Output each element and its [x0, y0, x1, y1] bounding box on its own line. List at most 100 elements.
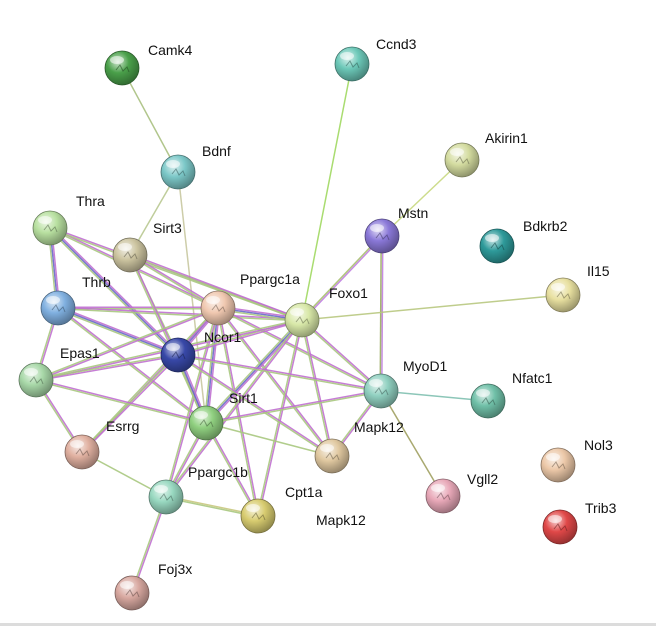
node-label-bdkrb2: Bdkrb2 — [523, 218, 568, 234]
node-structure — [29, 376, 44, 385]
node-epas1[interactable] — [18, 362, 54, 398]
node-structure — [436, 492, 451, 501]
edge-strand — [205, 319, 303, 424]
node-label-ppargc1b: Ppargc1b — [188, 464, 248, 480]
edge-strand — [205, 422, 333, 457]
edge-foxo1-mapk12a — [300, 319, 334, 457]
node-structure — [115, 64, 130, 73]
node-esrrg[interactable] — [64, 434, 100, 470]
node-foj3x[interactable] — [114, 575, 150, 611]
edge-strand — [57, 307, 179, 356]
node-label-akirin1: Akirin1 — [485, 130, 528, 146]
node-ccnd3[interactable] — [334, 46, 370, 82]
edge-strand — [48, 228, 178, 357]
node-structure — [481, 397, 496, 406]
node-highlight — [546, 453, 560, 461]
node-sirt3[interactable] — [112, 237, 148, 273]
node-structure — [51, 304, 66, 313]
node-nol3[interactable] — [540, 447, 576, 483]
edge-strand — [50, 226, 180, 355]
edge-strand — [205, 307, 219, 424]
edge-akirin1-mstn — [381, 159, 463, 237]
node-structure — [171, 351, 186, 360]
node-structure — [171, 168, 186, 177]
node-structure — [123, 251, 138, 260]
edge-ncor1-myod1 — [177, 353, 382, 393]
node-label-foxo1: Foxo1 — [329, 285, 368, 301]
node-bdnf[interactable] — [160, 154, 196, 190]
edge-ncor1-mapk12a — [177, 353, 333, 458]
edge-strand — [130, 253, 303, 320]
bottom-border — [0, 623, 656, 626]
edge-ccnd3-foxo1 — [301, 63, 353, 321]
node-nfatc1[interactable] — [470, 383, 506, 419]
node-sirt1[interactable] — [188, 405, 224, 441]
node-structure — [375, 232, 390, 241]
edge-thrb-ncor1 — [57, 305, 179, 358]
edge-strand — [380, 390, 444, 497]
node-highlight — [120, 581, 134, 589]
node-foxo1[interactable] — [284, 302, 320, 338]
node-structure — [455, 156, 470, 165]
edge-ppargc1a-sirt1 — [203, 307, 221, 424]
node-ppargc1b[interactable] — [148, 479, 184, 515]
node-label-epas1: Epas1 — [60, 345, 100, 361]
edge-strand — [35, 353, 178, 380]
node-highlight — [290, 308, 304, 316]
edge-strand — [206, 391, 382, 425]
node-il15[interactable] — [545, 277, 581, 313]
node-highlight — [206, 296, 220, 304]
edge-strand — [177, 355, 381, 393]
node-label-sirt3: Sirt3 — [153, 220, 182, 236]
node-akirin1[interactable] — [444, 142, 480, 178]
node-label-myod1: MyoD1 — [403, 358, 448, 374]
node-myod1[interactable] — [363, 373, 399, 409]
node-label-nol3: Nol3 — [584, 437, 613, 453]
node-ncor1[interactable] — [160, 337, 196, 373]
node-trib3[interactable] — [542, 509, 578, 545]
node-highlight — [320, 444, 334, 452]
node-highlight — [431, 484, 445, 492]
edge-ppargc1a-epas1 — [35, 306, 219, 382]
node-thrb[interactable] — [40, 290, 76, 326]
node-structure — [125, 589, 140, 598]
edge-ppargc1a-myod1 — [217, 306, 382, 393]
node-highlight — [548, 515, 562, 523]
edge-mstn-foxo1 — [300, 234, 384, 322]
node-highlight — [476, 389, 490, 397]
node-structure — [374, 387, 389, 396]
edge-strand — [129, 255, 302, 322]
node-highlight — [154, 485, 168, 493]
node-label-cpt1a: Cpt1a — [285, 484, 323, 500]
node-label-mapk12b: Mapk12 — [316, 512, 366, 528]
node-ppargc1a[interactable] — [200, 290, 236, 326]
node-thra[interactable] — [32, 210, 68, 246]
edge-strand — [164, 307, 218, 497]
edge-strand — [178, 353, 333, 456]
edge-foxo1-myod1 — [300, 318, 383, 393]
node-structure — [490, 242, 505, 251]
edge-strand — [58, 305, 179, 355]
node-mapk12a[interactable] — [314, 438, 350, 474]
edge-strand — [36, 355, 179, 382]
edge-strand — [218, 306, 382, 391]
node-highlight — [166, 343, 180, 351]
node-structure — [199, 419, 214, 428]
node-structure — [556, 291, 571, 300]
node-structure — [159, 493, 174, 502]
node-label-trib3: Trib3 — [585, 500, 617, 516]
node-cpt1a[interactable] — [240, 498, 276, 534]
node-bdkrb2[interactable] — [479, 228, 515, 264]
node-mstn[interactable] — [364, 218, 400, 254]
node-highlight — [70, 440, 84, 448]
edge-strand — [301, 63, 353, 321]
node-vgll2[interactable] — [425, 478, 461, 514]
edge-strand — [35, 306, 218, 380]
node-label-esrrg: Esrrg — [106, 418, 140, 434]
node-label-il15: Il15 — [587, 263, 610, 279]
node-camk4[interactable] — [104, 50, 140, 86]
node-highlight — [485, 234, 499, 242]
edge-strand — [205, 389, 381, 423]
node-highlight — [340, 52, 354, 60]
